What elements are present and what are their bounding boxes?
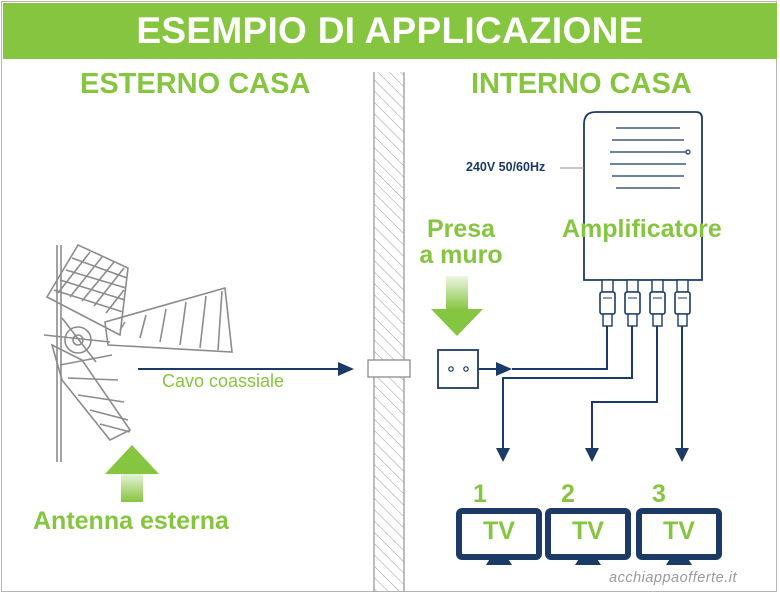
tv-2-label: TV — [572, 517, 604, 545]
watermark: acchiappaofferte.it — [609, 570, 737, 586]
down-arrow-icon — [431, 276, 483, 336]
house-wall — [367, 72, 411, 592]
tv-2-icon — [545, 508, 631, 565]
tv-1-number: 1 — [473, 480, 487, 508]
voltage-label: 240V 50/60Hz — [466, 160, 546, 174]
title-banner: ESEMPIO DI APPLICAZIONE — [3, 3, 777, 59]
amplifier-label: Amplificatore — [562, 215, 722, 243]
tv-3-label: TV — [663, 517, 695, 545]
coax-cable-line — [138, 362, 608, 376]
tv-1-icon — [456, 508, 542, 565]
wall-socket-label-line1: Presa — [426, 215, 496, 243]
tv-3-number: 3 — [652, 480, 666, 508]
tv-1-label: TV — [483, 517, 515, 545]
outside-heading: ESTERNO CASA — [80, 68, 311, 100]
amplifier-icon — [560, 111, 703, 327]
antenna-label: Antenna esterna — [33, 507, 229, 535]
wall-socket-icon — [437, 349, 479, 389]
coax-cable-label: Cavo coassiale — [162, 371, 285, 391]
inside-heading: INTERNO CASA — [471, 68, 692, 100]
tv-2-number: 2 — [561, 480, 575, 508]
banner-title: ESEMPIO DI APPLICAZIONE — [136, 10, 644, 51]
wall-socket-label-line2: a muro — [419, 241, 503, 269]
up-arrow-icon — [105, 445, 159, 502]
tv-3-icon — [636, 508, 722, 565]
wall-socket-label: Presa a muro — [416, 216, 506, 268]
distribution-cables — [502, 326, 683, 450]
antenna-icon — [43, 243, 233, 462]
